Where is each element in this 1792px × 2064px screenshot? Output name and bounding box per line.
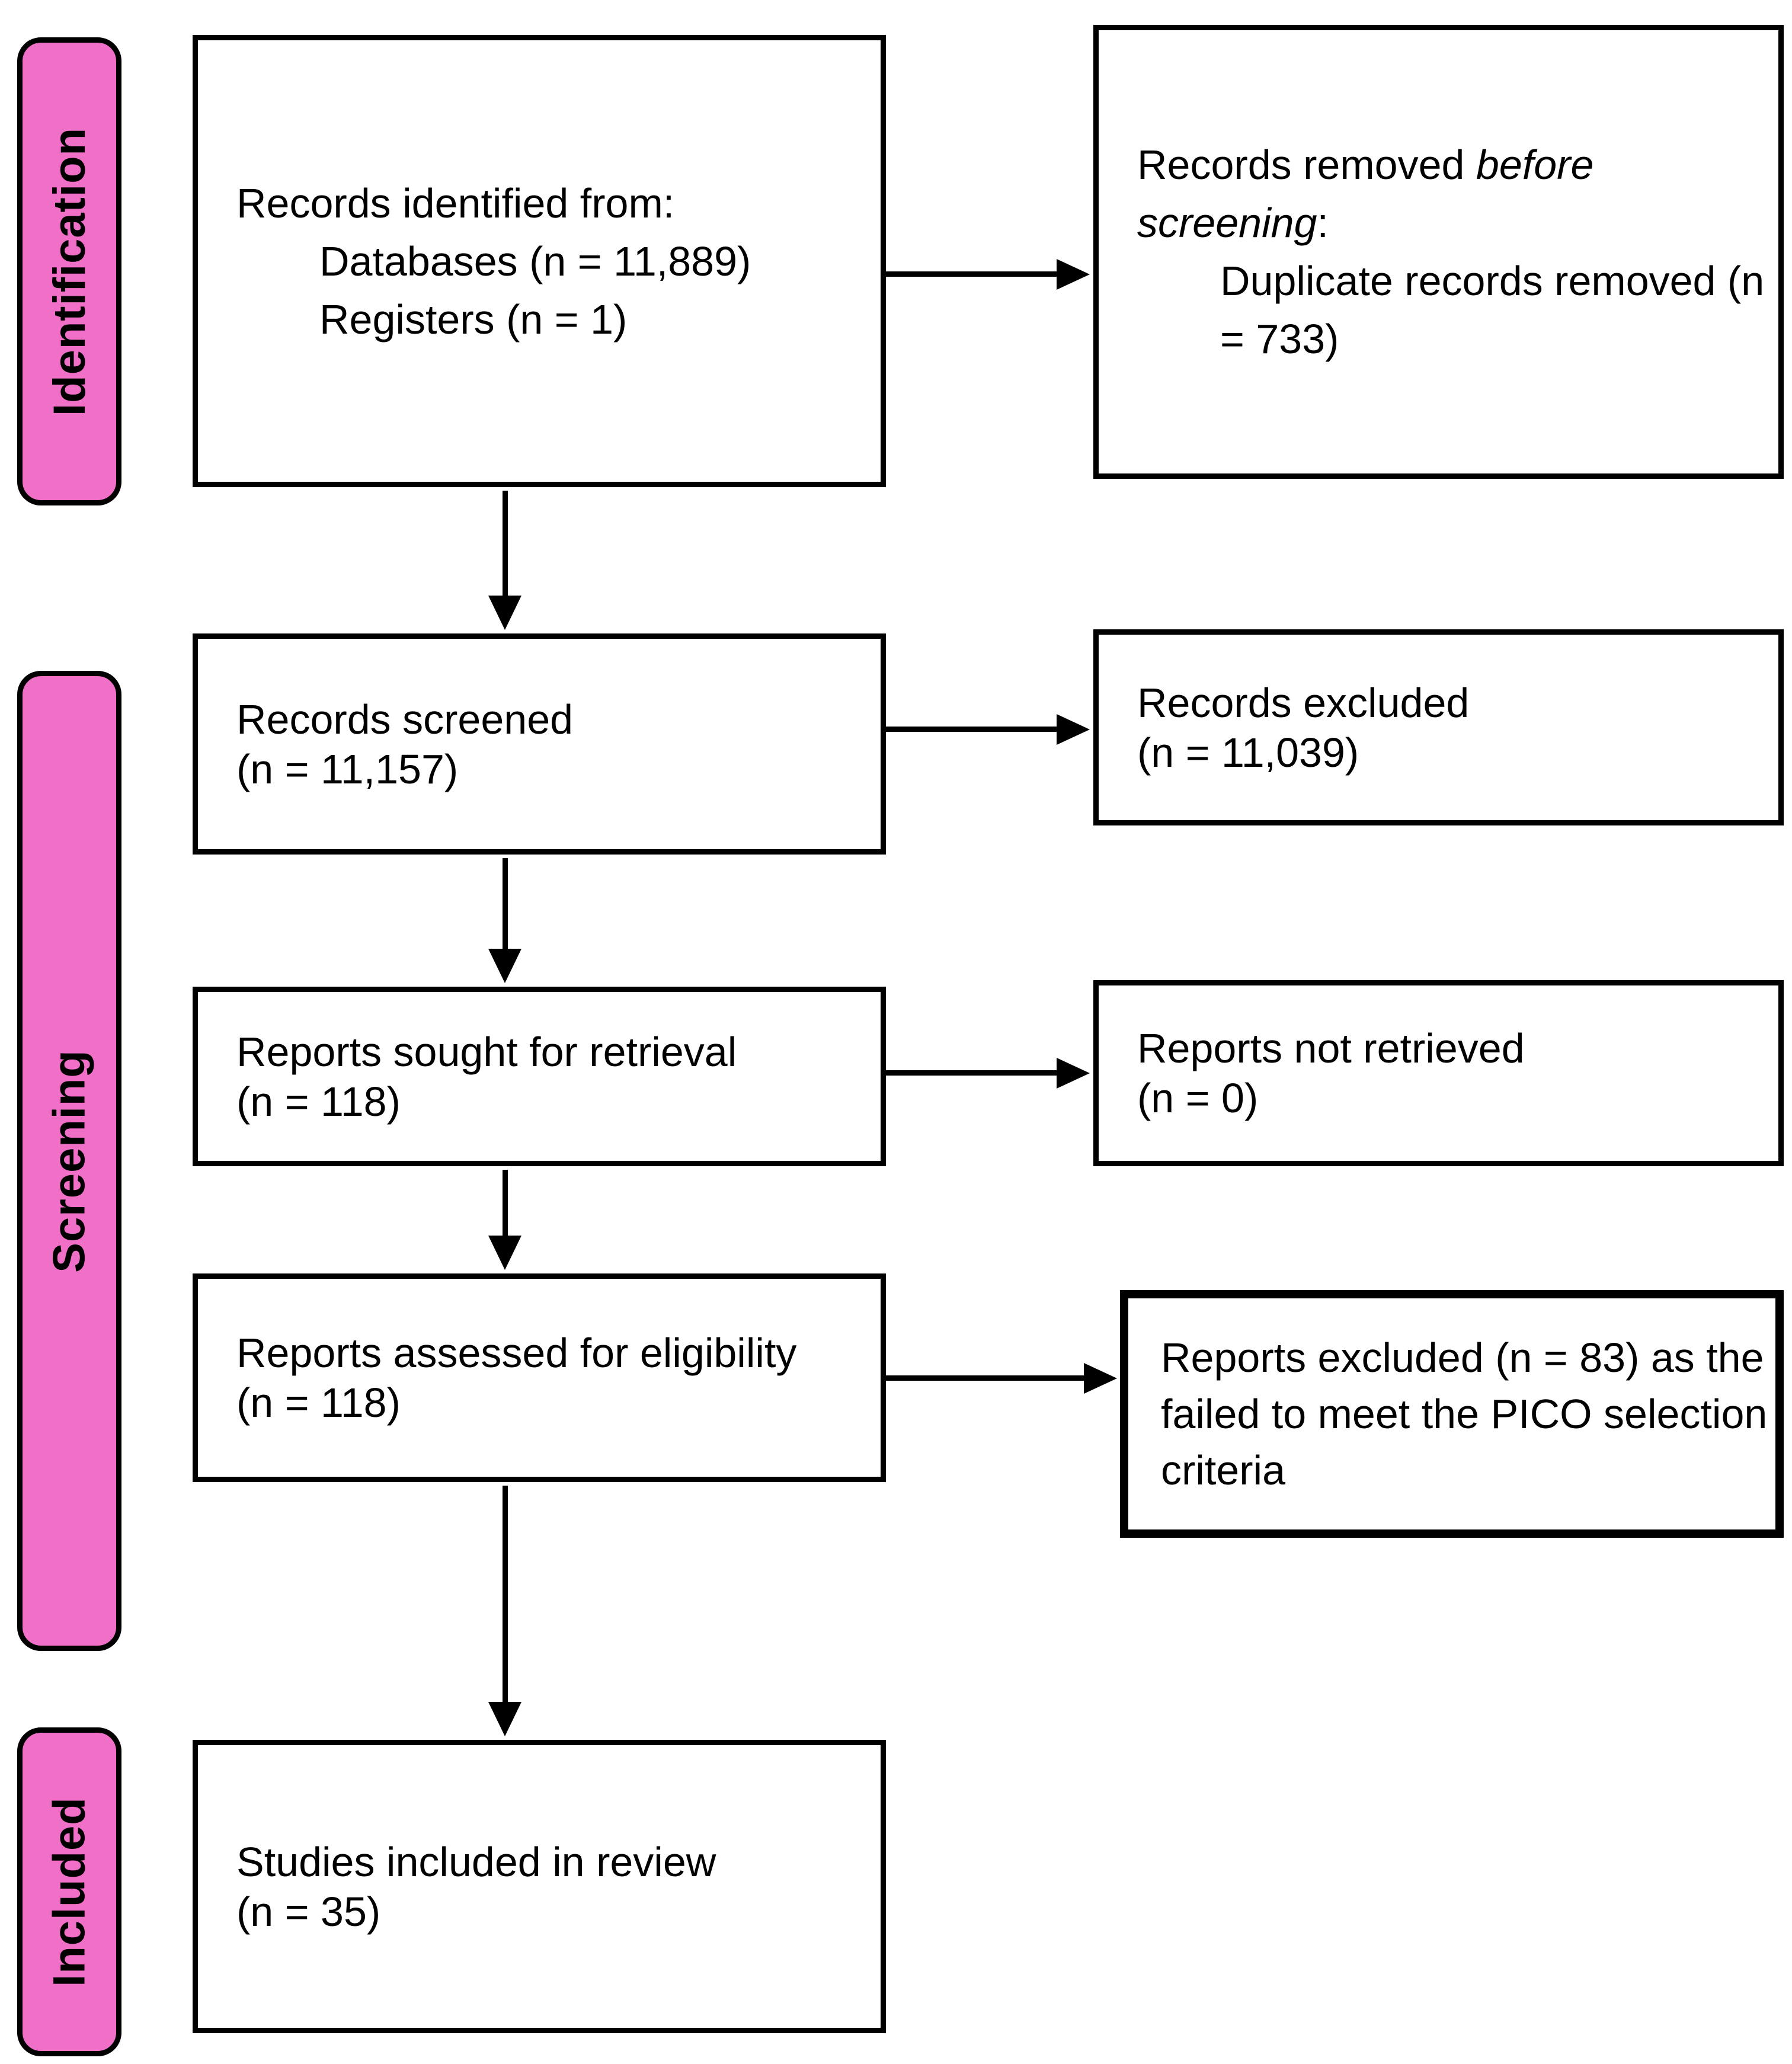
right-arrow-1-head — [1057, 259, 1090, 290]
down-arrow-1-shaft — [503, 491, 508, 597]
box-text-line: (n = 11,039) — [1137, 729, 1359, 776]
down-arrow-4-head — [488, 1702, 521, 1736]
box-text-line: failed to meet the PICO selection — [1161, 1390, 1768, 1437]
stage-label-identification-text: Identification — [44, 127, 95, 416]
down-arrow-3-shaft — [503, 1170, 508, 1237]
box-text-line: screening: — [1137, 200, 1329, 246]
box-text-line: (n = 118) — [236, 1078, 401, 1125]
box-reports-sought-for-retrieval: Reports sought for retrieval(n = 118) — [193, 987, 886, 1166]
right-arrow-3-shaft — [886, 1070, 1058, 1076]
box-records-removed-before-screening: Records removed before screening: Duplicat… — [1093, 25, 1784, 479]
box-text-line: Reports assessed for eligibility — [236, 1330, 797, 1376]
box-text-line: = 733) — [1220, 316, 1339, 362]
right-arrow-4-shaft — [886, 1375, 1084, 1381]
box-text-line: (n = 0) — [1137, 1075, 1259, 1121]
box-reports-not-retrieved: Reports not retrieved(n = 0) — [1093, 980, 1784, 1166]
box-text-line: Reports not retrieved — [1137, 1025, 1525, 1071]
right-arrow-2-shaft — [886, 727, 1058, 732]
box-text-line: Reports sought for retrieval — [236, 1028, 737, 1075]
box-text-line: Duplicate records removed (n — [1220, 258, 1765, 304]
box-reports-assessed-for-eligibility: Reports assessed for eligibility(n = 118… — [193, 1273, 886, 1482]
box-text-line: (n = 35) — [236, 1888, 381, 1935]
right-arrow-2-head — [1057, 714, 1090, 745]
box-text-line: (n = 11,157) — [236, 745, 459, 792]
box-text-line: Records excluded — [1137, 679, 1470, 726]
box-text-line: Databases (n = 11,889) — [319, 238, 751, 284]
down-arrow-3-head — [488, 1236, 521, 1270]
box-records-screened: Records screened(n = 11,157) — [193, 633, 886, 855]
down-arrow-4-shaft — [503, 1486, 508, 1703]
down-arrow-2-head — [488, 949, 521, 983]
box-text-line: Records removed before — [1137, 142, 1594, 188]
stage-label-identification: Identification — [17, 37, 121, 505]
box-text-line: Reports excluded (n = 83) as the — [1161, 1334, 1764, 1381]
box-text-line: Studies included in review — [236, 1838, 716, 1885]
box-text-line: Records identified from: — [236, 180, 675, 226]
right-arrow-3-head — [1057, 1058, 1090, 1089]
right-arrow-1-shaft — [886, 271, 1058, 277]
down-arrow-1-head — [488, 596, 521, 630]
stage-label-screening-text: Screening — [44, 1049, 95, 1273]
box-records-excluded: Records excluded(n = 11,039) — [1093, 629, 1784, 825]
stage-label-included-text: Included — [44, 1797, 95, 1987]
stage-label-included: Included — [17, 1727, 121, 2056]
box-reports-excluded-pico: Reports excluded (n = 83) as the failed t… — [1120, 1290, 1784, 1538]
box-studies-included-in-review: Studies included in review(n = 35) — [193, 1740, 886, 2033]
box-text-line: Records screened — [236, 696, 574, 743]
box-text-line: Registers (n = 1) — [319, 296, 628, 343]
down-arrow-2-shaft — [503, 858, 508, 950]
box-text-line: criteria — [1161, 1447, 1286, 1493]
box-records-identified: Records identified from: Databases (n = 1… — [193, 35, 886, 487]
right-arrow-4-head — [1084, 1363, 1117, 1394]
box-text-line: (n = 118) — [236, 1380, 401, 1426]
stage-label-screening: Screening — [17, 671, 121, 1651]
